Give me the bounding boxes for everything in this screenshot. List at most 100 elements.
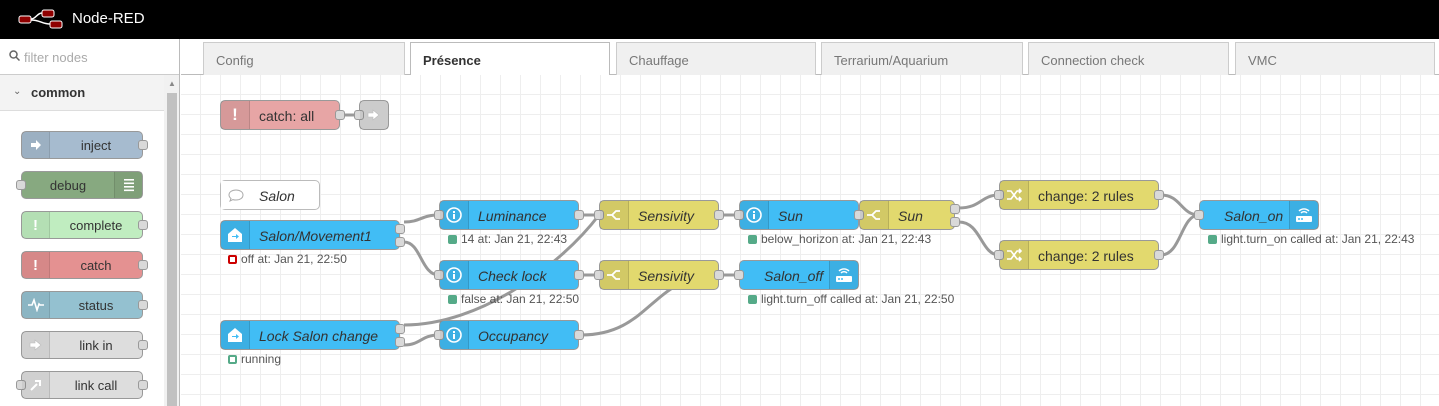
- node-catch-all[interactable]: ! catch: all: [220, 100, 345, 130]
- node-lock-salon-change[interactable]: Lock Salon change: [220, 320, 405, 350]
- output-port[interactable]: [574, 270, 584, 280]
- node-salon-on[interactable]: Salon_on: [1194, 200, 1319, 230]
- status-ring-icon: [228, 255, 237, 264]
- tab-label: Terrarium/Aquarium: [834, 53, 949, 68]
- output-port[interactable]: [1154, 250, 1164, 260]
- search-icon: [9, 50, 20, 61]
- output-port[interactable]: [714, 270, 724, 280]
- input-port[interactable]: [354, 110, 364, 120]
- output-port[interactable]: [574, 330, 584, 340]
- node-sun-switch[interactable]: Sun: [854, 200, 960, 230]
- palette-node-status[interactable]: status: [21, 291, 148, 319]
- output-port[interactable]: [395, 237, 405, 247]
- node-link-out[interactable]: [354, 100, 389, 130]
- node-label: Sensivity: [638, 208, 695, 224]
- node-sensivity-1[interactable]: Sensivity: [594, 200, 724, 230]
- shuffle-icon: [1000, 181, 1029, 209]
- output-port[interactable]: [138, 380, 148, 390]
- node-label: Salon_off: [764, 268, 824, 284]
- output-port[interactable]: [138, 260, 148, 270]
- palette-node-label: link call: [74, 378, 118, 393]
- tab-vmc[interactable]: VMC: [1235, 42, 1435, 75]
- input-port[interactable]: [994, 250, 1004, 260]
- node-occupancy[interactable]: Occupancy: [434, 320, 584, 350]
- switch-icon: [860, 201, 889, 229]
- flow-workspace[interactable]: ! catch: all Salon Salon/Movement1 off a…: [181, 75, 1439, 406]
- link-out-icon: [360, 101, 388, 129]
- input-port[interactable]: [434, 210, 444, 220]
- tab-terrarium-aquarium[interactable]: Terrarium/Aquarium: [821, 42, 1023, 75]
- output-port[interactable]: [138, 140, 148, 150]
- input-port[interactable]: [734, 210, 744, 220]
- palette-scrollbar[interactable]: ▲: [164, 75, 179, 406]
- node-sun-state[interactable]: Sun: [734, 200, 864, 230]
- status-text: off at: Jan 21, 22:50: [241, 252, 347, 266]
- status-dot-icon: [748, 235, 757, 244]
- node-check-lock[interactable]: Check lock: [434, 260, 584, 290]
- output-port[interactable]: [138, 220, 148, 230]
- info-icon: [440, 261, 469, 289]
- node-sensivity-2[interactable]: Sensivity: [594, 260, 724, 290]
- input-port[interactable]: [434, 270, 444, 280]
- node-luminance[interactable]: Luminance: [434, 200, 584, 230]
- node-salon-off[interactable]: Salon_off: [734, 260, 859, 290]
- info-icon: [440, 201, 469, 229]
- palette-node-link-call[interactable]: link call: [16, 371, 148, 399]
- input-port[interactable]: [16, 180, 26, 190]
- wire: [1160, 213, 1200, 257]
- output-port[interactable]: [395, 324, 405, 334]
- complete-icon: !: [22, 212, 50, 238]
- output-port[interactable]: [1154, 190, 1164, 200]
- output-port[interactable]: [950, 217, 960, 227]
- ha-state-icon: [221, 321, 250, 349]
- node-change-2[interactable]: change: 2 rules: [994, 240, 1164, 270]
- tab-connection-check[interactable]: Connection check: [1028, 42, 1229, 75]
- output-port[interactable]: [950, 204, 960, 214]
- category-header-common[interactable]: ⌄ common: [0, 75, 164, 111]
- output-port[interactable]: [138, 300, 148, 310]
- input-port[interactable]: [734, 270, 744, 280]
- node-label: Occupancy: [478, 328, 549, 344]
- input-port[interactable]: [854, 210, 864, 220]
- output-port[interactable]: [138, 340, 148, 350]
- status-icon: [22, 292, 50, 318]
- status-text: light.turn_off called at: Jan 21, 22:50: [761, 292, 955, 306]
- router-icon: [1289, 201, 1318, 229]
- node-label: Check lock: [478, 268, 547, 284]
- info-icon: [440, 321, 469, 349]
- scroll-up-icon[interactable]: ▲: [168, 79, 176, 88]
- comment-icon: [221, 181, 250, 209]
- tab-presence[interactable]: Présence: [410, 42, 610, 76]
- filter-nodes-input[interactable]: [24, 45, 172, 69]
- node-salon-movement[interactable]: Salon/Movement1: [220, 220, 405, 250]
- node-palette: ⌄ common inject debug ! complete !: [0, 39, 180, 406]
- scroll-thumb[interactable]: [167, 93, 177, 406]
- status-dot-icon: [448, 295, 457, 304]
- status-dot-icon: [1208, 235, 1217, 244]
- node-label: Luminance: [478, 208, 547, 224]
- input-port[interactable]: [594, 210, 604, 220]
- tab-config[interactable]: Config: [203, 42, 405, 75]
- tab-label: Présence: [423, 53, 481, 68]
- input-port[interactable]: [594, 270, 604, 280]
- palette-node-label: status: [78, 298, 114, 313]
- input-port[interactable]: [16, 380, 26, 390]
- input-port[interactable]: [434, 330, 444, 340]
- palette-node-catch[interactable]: ! catch: [21, 251, 148, 279]
- node-label: catch: all: [259, 108, 315, 124]
- output-port[interactable]: [574, 210, 584, 220]
- palette-node-link-in[interactable]: link in: [21, 331, 148, 359]
- input-port[interactable]: [994, 190, 1004, 200]
- node-comment-salon[interactable]: Salon: [220, 180, 320, 210]
- palette-node-debug[interactable]: debug: [16, 171, 143, 199]
- output-port[interactable]: [395, 337, 405, 347]
- output-port[interactable]: [395, 224, 405, 234]
- tab-chauffage[interactable]: Chauffage: [616, 42, 816, 75]
- output-port[interactable]: [714, 210, 724, 220]
- output-port[interactable]: [335, 110, 345, 120]
- node-change-1[interactable]: change: 2 rules: [994, 180, 1164, 210]
- node-status: off at: Jan 21, 22:50: [228, 252, 347, 266]
- palette-node-inject[interactable]: inject: [21, 131, 148, 159]
- input-port[interactable]: [1194, 210, 1204, 220]
- palette-node-complete[interactable]: ! complete: [21, 211, 148, 239]
